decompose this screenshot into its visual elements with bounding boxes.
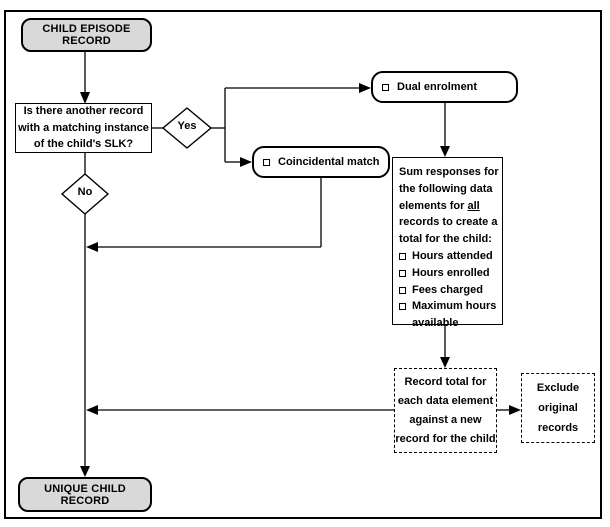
record-line: Record total for (404, 375, 487, 388)
record-line: against a new (409, 413, 482, 426)
checkbox-icon (399, 286, 406, 294)
node-exclude-records: Exclude original records (521, 373, 595, 443)
sum-underlined-word: all (467, 199, 480, 212)
record-line: each data element (397, 394, 494, 407)
node-label: Dual enrolment (397, 81, 478, 93)
sum-line: Sum responses for (399, 166, 499, 178)
node-sum-responses: Sum responses for the following data ele… (392, 157, 503, 329)
question-line: Is there another record (23, 105, 144, 118)
sum-line: records to create a (399, 216, 498, 229)
yes-diamond (161, 107, 213, 149)
record-text: Record total for each data element again… (395, 373, 495, 449)
node-coincidental-match: Coincidental match (252, 146, 390, 178)
sum-line: elements for all (399, 198, 500, 215)
question-line: with a matching instance (18, 121, 149, 134)
connector-lines (80, 52, 521, 477)
checkbox-icon (399, 303, 406, 311)
diagram-border (4, 10, 602, 519)
checkbox-icon (399, 269, 406, 277)
sum-list-item: Hours enrolled (399, 265, 500, 282)
question-line: of the child's SLK? (33, 138, 134, 151)
sum-item-label: Fees charged (412, 283, 483, 296)
no-diamond (60, 173, 110, 215)
sum-line-text: elements for (399, 199, 468, 212)
sum-line: the following data (399, 182, 493, 195)
node-child-episode-record: CHILD EPISODE RECORD (21, 18, 152, 52)
sum-line: total for the child: (399, 233, 492, 246)
checkbox-icon (382, 83, 389, 91)
no-label: No (77, 186, 93, 198)
exclude-line: original (538, 402, 578, 414)
checkbox-icon (263, 158, 270, 166)
exclude-text: Exclude original records (537, 378, 579, 438)
exclude-line: Exclude (536, 382, 580, 394)
node-label: Coincidental match (278, 156, 380, 168)
sum-list-item: Hours attended (399, 248, 500, 265)
sum-item-label: Hours enrolled (412, 266, 490, 279)
sum-item-label: Maximum hours available (412, 300, 497, 330)
sum-list-item: Maximum hours available (399, 298, 500, 332)
question-text: Is there another record with a matching … (18, 103, 149, 153)
record-line: record for the child (395, 432, 496, 445)
node-dual-enrolment: Dual enrolment (371, 71, 518, 103)
yes-label: Yes (177, 120, 197, 132)
node-record-total: Record total for each data element again… (394, 368, 497, 453)
sum-list-item: Fees charged (399, 282, 500, 299)
exclude-line: records (537, 422, 579, 434)
node-slk-question: Is there another record with a matching … (15, 103, 152, 153)
node-label: UNIQUE CHILD RECORD (44, 482, 126, 507)
sum-item-label: Hours attended (412, 249, 493, 262)
node-unique-child-record: UNIQUE CHILD RECORD (18, 477, 152, 512)
node-label: CHILD EPISODE RECORD (42, 23, 131, 47)
checkbox-icon (399, 252, 406, 260)
